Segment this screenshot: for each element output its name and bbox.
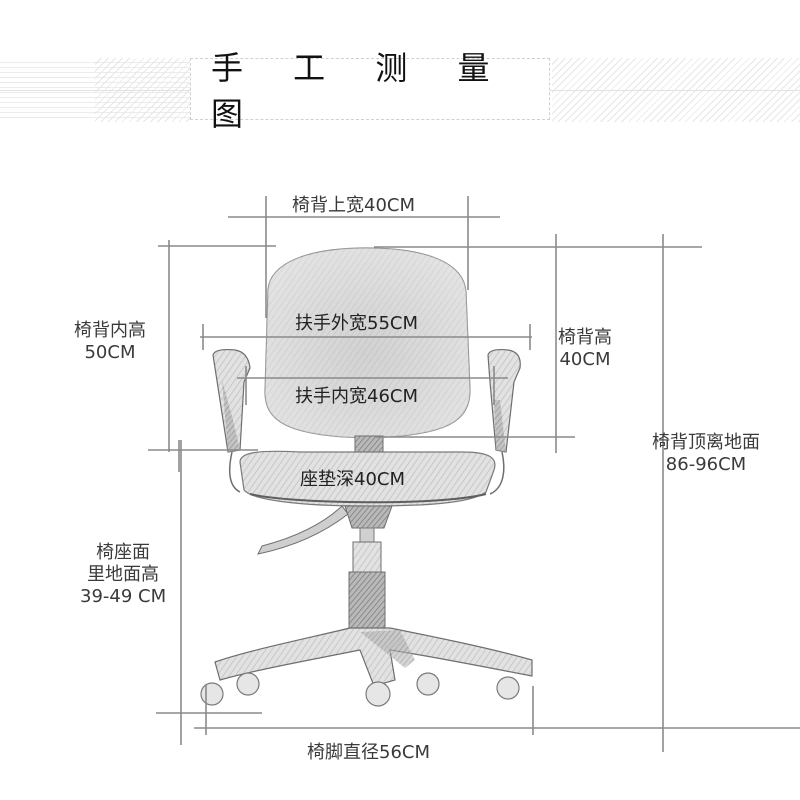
- chair-seat: [239, 450, 496, 507]
- gas-lift-top: [359, 527, 375, 543]
- header-banner: [0, 58, 800, 122]
- gas-lift-upper: [352, 541, 382, 573]
- title-box: 手 工 测 量 图: [190, 49, 550, 133]
- label-line: 40CM: [559, 349, 611, 370]
- dimension-lines: [148, 196, 800, 752]
- label-line: 椅座面: [96, 542, 151, 563]
- chair-backrest: [264, 247, 471, 439]
- chair-armrest-left: [212, 348, 251, 493]
- label-seat-height: 椅座面 里地面高 39-49 CM: [80, 542, 166, 608]
- label-line: 86-96CM: [665, 454, 747, 475]
- page-title: 手 工 测 量 图: [211, 49, 510, 133]
- caster-wheel: [236, 672, 260, 696]
- seat-mechanism: [344, 505, 393, 529]
- gas-lift-cylinder: [348, 571, 386, 629]
- height-lever: [257, 505, 349, 555]
- label-backrest-height: 椅背高 40CM: [558, 327, 612, 371]
- label-base-diameter: 椅脚直径56CM: [307, 742, 431, 763]
- label-backrest-top-width: 椅背上宽40CM: [292, 195, 416, 216]
- chair-armrest-right: [487, 348, 521, 495]
- label-seat-depth: 座垫深40CM: [300, 469, 406, 490]
- label-armrest-outer-width: 扶手外宽55CM: [295, 313, 419, 334]
- caster-wheel: [416, 672, 440, 696]
- caster-wheel: [496, 676, 520, 700]
- caster-wheel: [365, 681, 391, 707]
- label-line: 椅背内高: [74, 320, 146, 341]
- label-armrest-inner-width: 扶手内宽46CM: [295, 386, 419, 407]
- label-backrest-inner-height: 椅背内高 50CM: [74, 320, 146, 364]
- label-line: 50CM: [84, 342, 136, 363]
- chair-base: [214, 627, 533, 687]
- label-line: 椅背顶离地面: [652, 432, 760, 453]
- label-backrest-top-to-floor: 椅背顶离地面 86-96CM: [652, 432, 760, 476]
- label-line: 椅背高: [558, 327, 612, 348]
- casters: [200, 672, 520, 707]
- caster-wheel: [200, 682, 224, 706]
- label-line: 里地面高: [87, 564, 160, 585]
- label-line: 39-49 CM: [80, 586, 167, 607]
